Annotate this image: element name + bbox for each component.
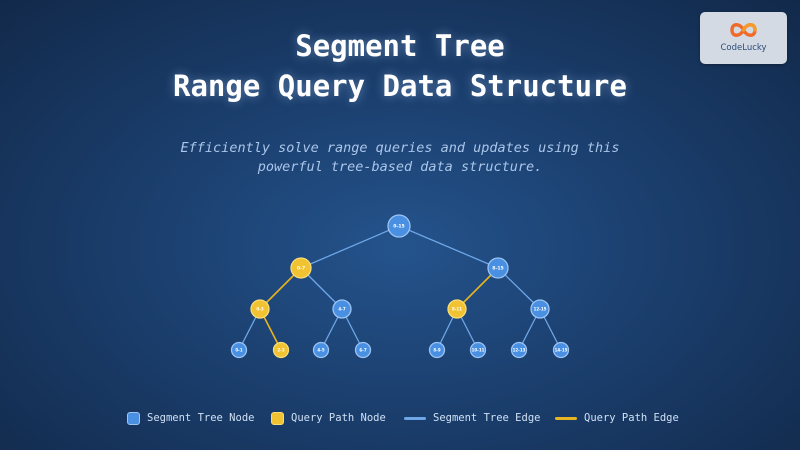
node-circle [312, 341, 330, 359]
query-node-0-3: 0-3 [250, 299, 270, 319]
legend-label: Segment Tree Edge [433, 412, 541, 424]
tree-node-12-13: 12-13 [510, 341, 528, 359]
tree-node-8-15: 8-15 [487, 257, 509, 279]
node-circle [332, 299, 352, 319]
tree-edge-0-15-to-8-15 [398, 225, 499, 269]
node-label: 12-15 [534, 307, 547, 312]
node-label: 12-13 [513, 348, 526, 353]
query-node-0-7: 0-7 [290, 257, 312, 279]
node-circle [354, 341, 372, 359]
legend-item-query-path-edge: Query Path Edge [555, 410, 679, 426]
node-label: 4-5 [317, 348, 324, 353]
legend: Segment Tree Node Query Path Node Segmen… [0, 410, 800, 426]
node-circle [272, 341, 290, 359]
node-label: 8-15 [492, 266, 504, 272]
tree-node-12-15: 12-15 [530, 299, 550, 319]
node-circle [230, 341, 248, 359]
query-edge-swatch-icon [555, 416, 577, 420]
node-circle [469, 341, 487, 359]
page-subtitle: Efficiently solve range queries and upda… [0, 139, 800, 177]
page-title: Segment Tree Range Query Data Structure [0, 26, 800, 106]
tree-node-0-1: 0-1 [230, 341, 248, 359]
tree-node-4-5: 4-5 [312, 341, 330, 359]
subtitle-line-2: powerful tree-based data structure. [257, 159, 543, 175]
node-circle [530, 299, 550, 319]
node-circle [290, 257, 312, 279]
node-label: 0-7 [297, 266, 305, 272]
legend-label: Query Path Node [291, 412, 386, 424]
node-circle [487, 257, 509, 279]
node-label: 10-11 [472, 348, 485, 353]
tree-edge-0-15-to-0-7 [300, 225, 400, 269]
node-circle [428, 341, 446, 359]
codelucky-logo: CodeLucky [700, 12, 787, 64]
node-label: 0-1 [235, 348, 242, 353]
legend-item-segment-tree-node: Segment Tree Node [127, 410, 254, 426]
logo-text: CodeLucky [720, 43, 767, 53]
node-label: 6-7 [359, 348, 366, 353]
legend-item-segment-tree-edge: Segment Tree Edge [404, 410, 540, 426]
node-label: 4-7 [338, 307, 345, 312]
legend-item-query-path-node: Query Path Node [271, 410, 386, 426]
title-line-1: Segment Tree [295, 29, 505, 63]
title-line-2: Range Query Data Structure [173, 69, 627, 103]
node-label: 14-15 [555, 348, 568, 353]
node-label: 2-3 [277, 348, 284, 353]
node-label: 0-3 [256, 307, 263, 312]
edge-swatch-icon [404, 416, 426, 420]
node-circle [250, 299, 270, 319]
node-circle [552, 341, 570, 359]
infinity-logo-icon [730, 23, 757, 37]
node-swatch-icon [127, 411, 140, 425]
node-circle [447, 299, 467, 319]
tree-node-8-9: 8-9 [428, 341, 446, 359]
query-node-swatch-icon [271, 411, 284, 425]
tree-node-4-7: 4-7 [332, 299, 352, 319]
legend-label: Segment Tree Node [147, 412, 255, 424]
legend-label: Query Path Edge [584, 412, 679, 424]
node-label: 8-11 [452, 307, 462, 312]
node-circle [510, 341, 528, 359]
node-label: 8-9 [433, 348, 440, 353]
tree-node-6-7: 6-7 [354, 341, 372, 359]
tree-node-0-15: 0-15 [387, 214, 411, 238]
node-label: 0-15 [393, 224, 405, 230]
tree-node-14-15: 14-15 [552, 341, 570, 359]
subtitle-line-1: Efficiently solve range queries and upda… [180, 140, 620, 156]
tree-node-10-11: 10-11 [469, 341, 487, 359]
query-node-8-11: 8-11 [447, 299, 467, 319]
query-node-2-3: 2-3 [272, 341, 290, 359]
node-circle [387, 214, 411, 238]
